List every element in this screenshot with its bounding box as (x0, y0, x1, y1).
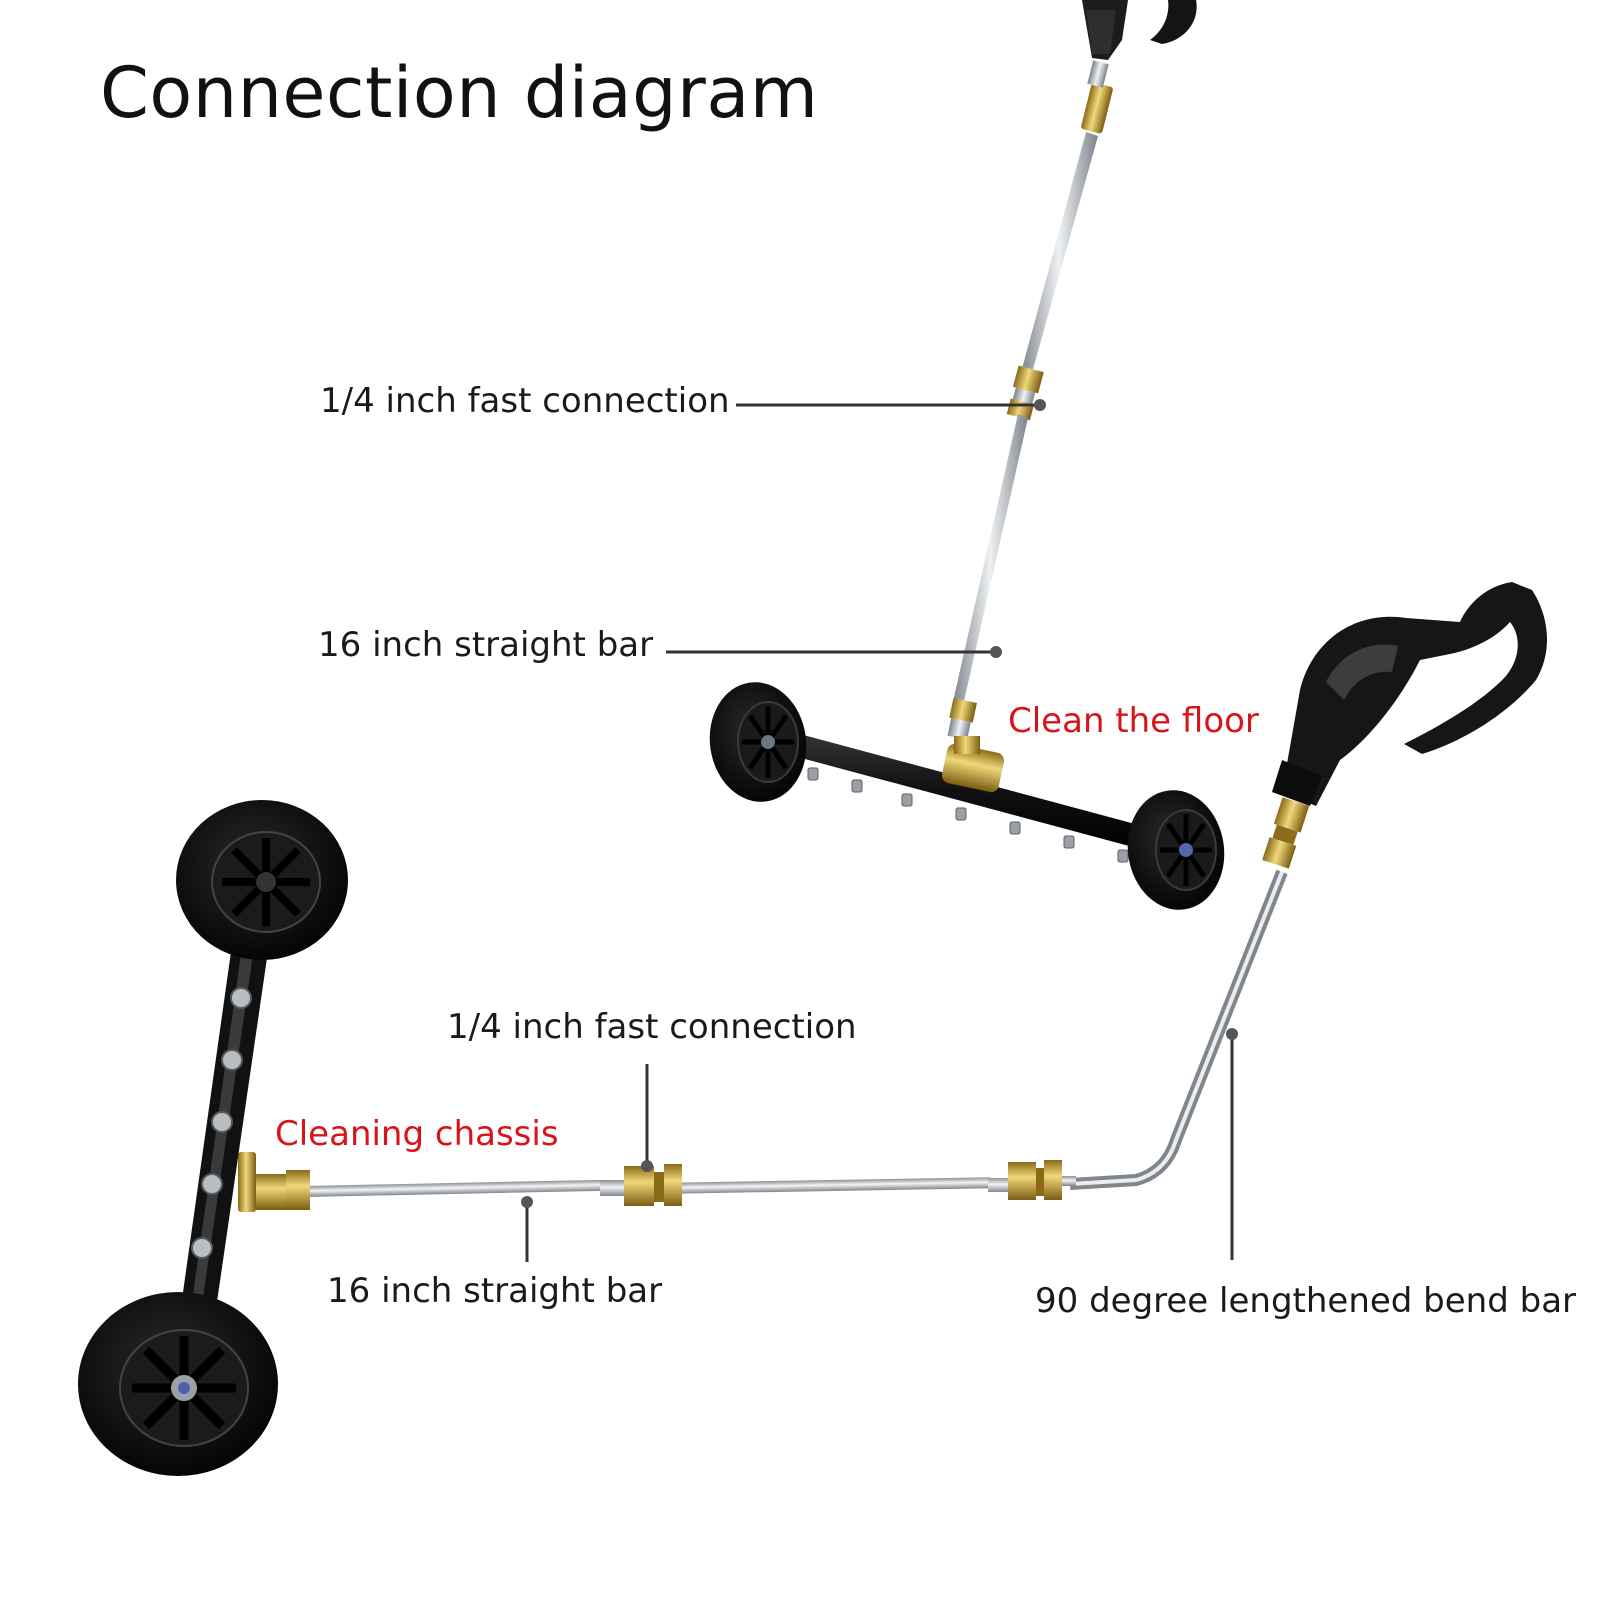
top-right-wheel (1127, 790, 1225, 910)
label-bottom-fast-connection: 1/4 inch fast connection (447, 1007, 857, 1047)
top-brass-head (941, 736, 1005, 793)
bottom-quick-coupler (600, 1164, 682, 1206)
page-title: Connection diagram (100, 52, 819, 134)
top-gun-brass-fitting (1081, 82, 1113, 134)
top-straight-bar (952, 414, 1028, 710)
extension-bar (671, 1177, 991, 1194)
label-bottom-straight-bar: 16 inch straight bar (327, 1271, 663, 1311)
chassis-top-wheel (176, 800, 348, 960)
top-quick-coupler (1006, 365, 1044, 421)
label-bend-bar: 90 degree lengthened bend bar (1035, 1281, 1577, 1321)
leader-lines (525, 403, 1234, 1262)
label-top-straight-bar: 16 inch straight bar (318, 625, 654, 665)
chassis-brass-fitting (238, 1152, 310, 1212)
chassis-bottom-wheel (78, 1292, 278, 1476)
top-head-fitting (947, 698, 977, 740)
label-clean-the-floor: Clean the floor (1008, 701, 1259, 741)
bend-bar-assembly (1069, 582, 1548, 1190)
right-spray-gun (1272, 582, 1548, 806)
top-left-wheel (709, 682, 807, 802)
label-top-fast-connection: 1/4 inch fast connection (320, 381, 730, 421)
top-upper-wand (1020, 132, 1098, 380)
top-assembly (709, 0, 1225, 910)
top-spray-gun (1082, 0, 1197, 60)
bend-bar-coupler (988, 1160, 1062, 1200)
label-cleaning-chassis: Cleaning chassis (275, 1114, 559, 1154)
top-bar-nozzles (807, 767, 1129, 863)
bottom-assembly (78, 800, 1076, 1476)
right-gun-brass-fitting (1262, 797, 1310, 869)
bottom-straight-bar (305, 1179, 603, 1198)
top-surface-bar (764, 726, 1150, 850)
leader-dots (521, 399, 1238, 1208)
